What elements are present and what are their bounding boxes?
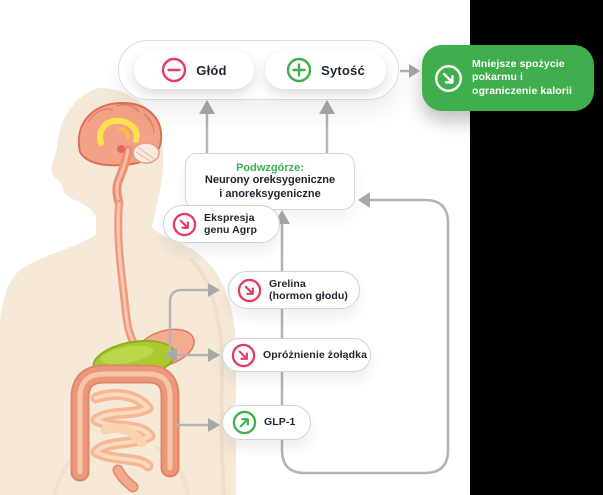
agrp-label-line1: Ekspresja [204, 211, 255, 224]
plus-circle-icon [286, 57, 312, 83]
arrowhead-right-ghrelin [208, 283, 220, 297]
hypothalamus-subtitle-line1: Neurony oreksygeniczne [204, 174, 336, 186]
arrow-down-right-circle-icon [231, 343, 256, 367]
hypothalamus-box: Podwzgórze: Neurony oreksygeniczne i ano… [185, 153, 355, 210]
ghrelin-label-line2: (hormon głodu) [269, 290, 348, 302]
hunger-satiety-group: Głód Sytość [118, 40, 399, 100]
arrow-down-right-circle-icon [172, 212, 197, 236]
arrow-stomach-to-ghrelin [168, 288, 212, 352]
hunger-label: Głód [196, 62, 227, 78]
arrowhead-right-gastric [208, 348, 220, 362]
arrowhead-up-satiety [319, 100, 335, 114]
satiety-box: Sytość [265, 51, 386, 89]
minus-circle-icon [162, 57, 187, 83]
hypothalamus-title: Podwzgórze: [236, 162, 304, 174]
intestines-illustration [70, 364, 180, 493]
arrow-up-right-circle-icon [232, 410, 257, 435]
arrow-down-right-circle-icon [435, 64, 462, 92]
arrow-down-right-circle-icon [237, 278, 262, 302]
gastric-emptying-box: Opróżnienie żołądka [222, 338, 371, 372]
arrowhead-up-hunger [199, 100, 215, 114]
outcome-label: Mniejsze spożycie pokarmu i ograniczenie… [472, 57, 573, 97]
glp1-box: GLP-1 [222, 405, 311, 440]
ghrelin-label-line1: Grelina [269, 277, 306, 290]
gastric-emptying-label: Opróżnienie żołądka [263, 348, 368, 361]
arrowhead-right-outcome [409, 64, 420, 78]
leg-crease-right [155, 446, 190, 495]
outcome-box: Mniejsze spożycie pokarmu i ograniczenie… [422, 45, 594, 111]
esophagus-illustration [114, 200, 140, 351]
brain-illustration [77, 101, 163, 208]
arrowhead-right-glp1 [208, 418, 220, 432]
agrp-expression-box: Ekspresja genu Agrp [163, 205, 280, 243]
leg-crease-left [53, 447, 89, 495]
glp1-label: GLP-1 [264, 416, 296, 429]
body-silhouette [0, 88, 236, 495]
arm-crease [188, 256, 226, 495]
agrp-label-line2: genu Agrp [204, 224, 258, 236]
stomach-illustration [92, 328, 195, 381]
hunger-box: Głód [134, 51, 254, 89]
ghrelin-box: Grelina (hormon głodu) [228, 271, 360, 309]
satiety-label: Sytość [321, 62, 365, 78]
arrowhead-left-hypothalamus [358, 192, 370, 208]
hypothalamus-subtitle-line2: i anoreksygeniczne [219, 187, 321, 200]
arrowhead-left-stomach [165, 348, 177, 362]
